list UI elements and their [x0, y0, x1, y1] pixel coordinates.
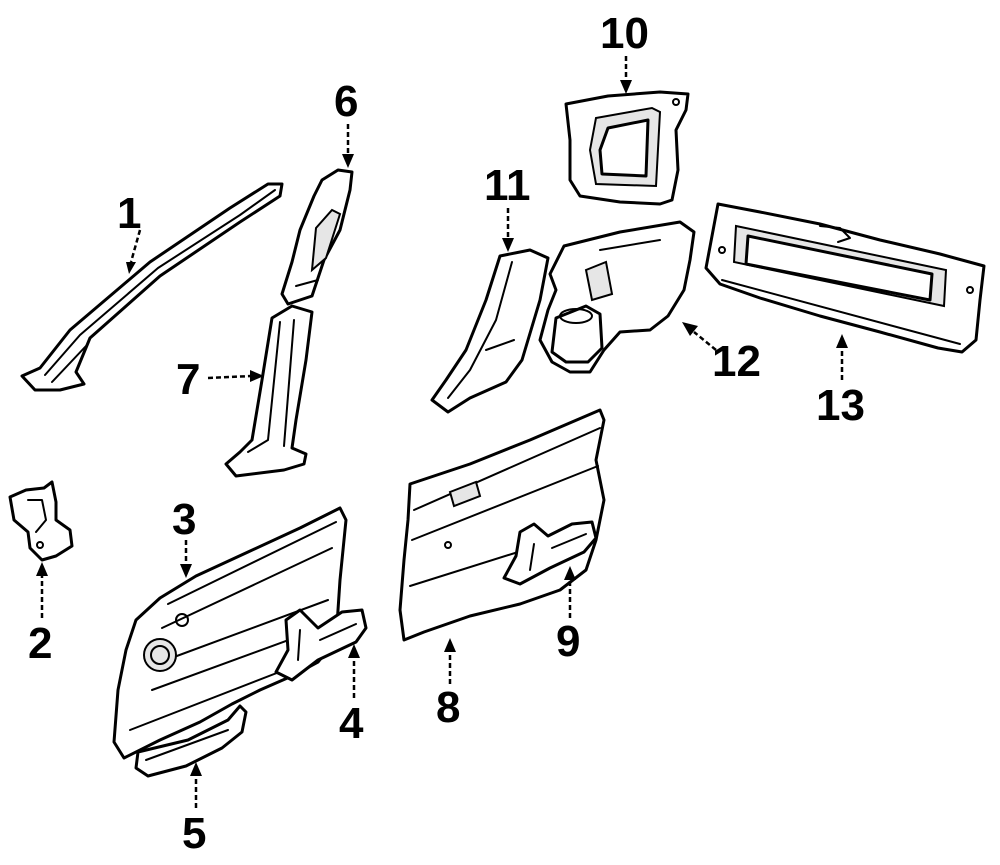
leader-12	[693, 331, 717, 351]
part-10-quarter-window-trim	[564, 90, 690, 206]
part-12-quarter-trim-panel	[538, 220, 696, 374]
arrowhead-6	[342, 154, 354, 168]
callout-10: 10	[600, 9, 649, 58]
part-5-front-lower-pocket	[134, 704, 248, 778]
callout-13: 13	[816, 381, 865, 430]
arrowhead-7	[250, 370, 264, 382]
part-9-rear-armrest	[502, 520, 598, 586]
callout-2: 2	[28, 619, 52, 668]
callout-6: 6	[334, 77, 358, 126]
part-13-rear-trim-panel	[704, 202, 986, 354]
part-6-upper-pillar-trim	[280, 168, 354, 306]
arrowhead-4	[348, 644, 360, 658]
arrowhead-9	[564, 566, 576, 580]
callout-7: 7	[176, 355, 200, 404]
leader-lines	[36, 56, 848, 808]
leader-7	[207, 374, 253, 380]
callout-12: 12	[712, 337, 761, 386]
part-3-front-door-panel	[112, 506, 348, 760]
leader-1	[129, 229, 142, 263]
part-1-pillar-molding	[20, 182, 284, 392]
callout-4: 4	[339, 699, 364, 748]
callout-8: 8	[436, 683, 460, 732]
part-4-front-armrest	[274, 608, 368, 682]
part-11-c-pillar-trim	[430, 248, 550, 414]
callout-labels: 1 2 3 4 5 6 7 8 9 10 11 12 13	[28, 9, 865, 858]
arrowhead-2	[36, 562, 48, 576]
callout-11: 11	[484, 161, 531, 210]
arrowhead-10	[620, 80, 632, 94]
arrowhead-8	[444, 638, 456, 652]
callout-5: 5	[182, 809, 206, 858]
callout-3: 3	[172, 495, 196, 544]
arrowhead-13	[836, 334, 848, 348]
callout-9: 9	[556, 617, 580, 666]
callout-1: 1	[117, 189, 141, 238]
arrowhead-5	[190, 762, 202, 776]
arrowhead-1	[126, 262, 136, 274]
arrowhead-12	[682, 322, 698, 336]
part-2-bracket	[8, 480, 74, 562]
arrowhead-11	[502, 238, 514, 252]
arrowhead-3	[180, 564, 192, 578]
part-7-lower-pillar-trim	[224, 304, 314, 478]
